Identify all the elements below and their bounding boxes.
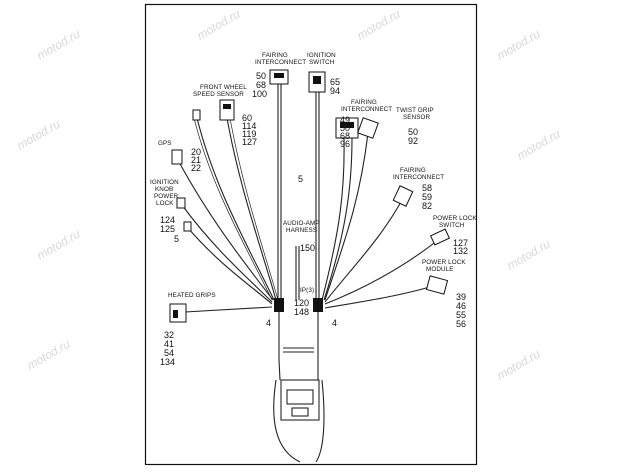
front-wheel-speed-sensor-connector [219, 99, 235, 121]
power-lock-switch-connector [429, 228, 451, 246]
label-ignition-knob: LOCK [156, 200, 174, 207]
right-junction-block [313, 298, 323, 312]
watermark: motod.ru [495, 347, 543, 383]
label-ignition-knob: IGNITION [150, 179, 179, 186]
watermark: motod.ru [35, 27, 83, 63]
ref-number: 94 [330, 86, 340, 96]
ref-number: 132 [453, 246, 468, 256]
watermark: motod.ru [505, 237, 553, 273]
ref-number: 4 [332, 318, 337, 328]
ref-number: 4 [266, 318, 271, 328]
ref-number: 46 [456, 301, 466, 311]
ref-number: 50 [340, 123, 350, 133]
label-ignition-switch: IGNITION [307, 52, 336, 59]
label-fairing-top: FAIRING [262, 52, 288, 59]
ref-number: 5 [174, 234, 179, 244]
ref-number: 148 [294, 307, 309, 317]
ref-number: 21 [191, 155, 201, 165]
ignition-knob-power-lock-connector [176, 197, 186, 209]
fairing-interconnect-right-connector [392, 185, 414, 207]
label-power-lock-switch: SWITCH [439, 222, 465, 229]
ref-number: 150 [300, 243, 315, 253]
watermark: motod.ru [25, 337, 73, 373]
watermark: motod.ru [35, 227, 83, 263]
gps-connector [171, 149, 183, 165]
label-power-lock-module: MODULE [426, 266, 454, 273]
label-ignition-knob: POWER [154, 193, 179, 200]
ref-number: 50 [408, 127, 418, 137]
label-twist-grip: TWIST GRIP [396, 107, 434, 114]
ref-number: 119 [242, 129, 256, 139]
label-power-lock-module: POWER LOCK [422, 259, 466, 266]
ref-number: 59 [422, 192, 432, 202]
ref-number: 5 [298, 174, 303, 184]
ref-number: 100 [252, 89, 267, 99]
ref-number: 127 [453, 238, 468, 248]
power-lock-module-connector [425, 275, 449, 295]
ref-number: 39 [456, 292, 466, 302]
ref-number: 82 [422, 201, 432, 211]
label-audio-amp: AUDIO-AMP [283, 220, 320, 227]
ref-number: 134 [160, 357, 175, 367]
label-power-lock-switch: POWER LOCK [433, 215, 477, 222]
ref-number: 68 [340, 131, 350, 141]
label-fairing-mid: FAIRING [351, 99, 377, 106]
ref-number: 114 [242, 121, 256, 131]
connectors [169, 69, 451, 421]
watermark: motod.ru [495, 27, 543, 63]
label-fairing-mid: INTERCONNECT [341, 106, 392, 113]
ref-number: 55 [456, 310, 466, 320]
diagram-border [144, 3, 478, 466]
label-fairing-right: FAIRING [400, 167, 426, 174]
label-twist-grip: SENSOR [403, 114, 431, 121]
label-ignition-knob: KNOB [155, 186, 173, 193]
left-junction-block [274, 298, 284, 312]
sensor-pin-connector [192, 109, 201, 121]
ref-number: 32 [164, 330, 174, 340]
watermark: motod.ru [15, 117, 63, 153]
label-front-wheel: SPEED SENSOR [193, 91, 244, 98]
label-fairing-top: INTERCONNECT [255, 59, 306, 66]
label-front-wheel: FRONT WHEEL [200, 84, 247, 91]
ref-number: 50 [256, 71, 266, 81]
label-audio-amp: HARNESS [286, 227, 317, 234]
ref-number: 58 [422, 183, 432, 193]
ref-number: 125 [160, 224, 175, 234]
ref-number: 127 [242, 137, 257, 147]
ignition-knob-pin-connector [183, 221, 192, 232]
ref-number: 22 [191, 163, 201, 173]
ref-number: 68 [256, 80, 266, 90]
label-heated-grips: HEATED GRIPS [168, 292, 216, 299]
label-ip: IP(3) [300, 287, 314, 294]
label-fairing-right: INTERCONNECT [393, 174, 444, 181]
ref-number: 20 [191, 147, 201, 157]
ref-number: 96 [340, 139, 350, 149]
ref-number: 41 [164, 339, 174, 349]
ref-number: 92 [408, 136, 418, 146]
watermark: motod.ru [515, 127, 563, 163]
ref-number: 49 [340, 115, 350, 125]
ref-number: 60 [242, 113, 252, 123]
label-ignition-switch: SWITCH [309, 59, 335, 66]
watermark: motod.ru [355, 7, 403, 43]
harness-wires [177, 80, 439, 463]
label-gps: GPS [158, 140, 172, 147]
twist-grip-sensor-connector [357, 117, 379, 139]
ref-number: 124 [160, 215, 175, 225]
ref-number: 56 [456, 319, 466, 329]
ref-number: 54 [164, 348, 174, 358]
watermark: motod.ru [195, 7, 243, 43]
ref-number: 65 [330, 77, 340, 87]
ref-number: 120 [294, 298, 309, 308]
component-labels: FAIRING INTERCONNECT 50 68 100 IGNITION … [150, 52, 477, 367]
